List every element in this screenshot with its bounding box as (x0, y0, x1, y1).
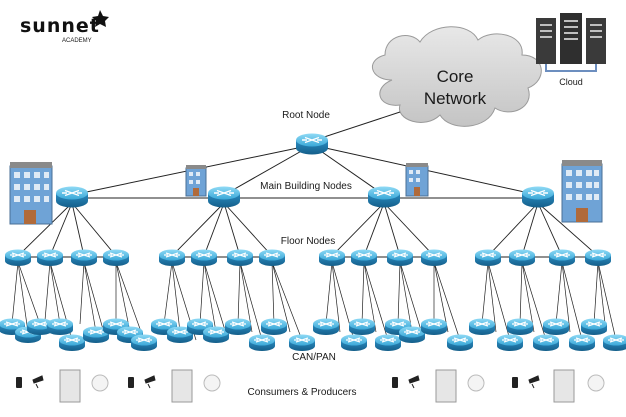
sensor-icon (203, 374, 221, 392)
phone-icon (16, 377, 22, 388)
router-icon (70, 248, 98, 267)
building-floor-links (17, 202, 599, 258)
phone-icon (512, 377, 518, 388)
phone-icon (128, 377, 134, 388)
pc-tower-icon (59, 369, 81, 403)
building-small-3 (405, 163, 429, 197)
sensor-icon (467, 374, 485, 392)
router-icon (318, 248, 346, 267)
sensor-icon (587, 374, 605, 392)
floor-can-links (11, 261, 617, 341)
pc-tower-icon (435, 369, 457, 403)
core-label-1: Core (437, 67, 474, 86)
router-icon (350, 248, 378, 267)
root-router-icon (295, 132, 329, 156)
router-icon (36, 248, 64, 267)
pc-tower-icon (171, 369, 193, 403)
root-node-label: Root Node (282, 110, 330, 121)
building-large-left (9, 162, 53, 225)
router-icon (4, 248, 32, 267)
router-icon (548, 248, 576, 267)
router-icon (190, 248, 218, 267)
router-icon (508, 248, 536, 267)
sensor-icon (91, 374, 109, 392)
router-icon (158, 248, 186, 267)
cloud-label: Cloud (559, 77, 583, 87)
router-icon (386, 248, 414, 267)
router-icon (55, 185, 89, 209)
camera-icon (32, 375, 44, 389)
building-large-right (561, 160, 603, 223)
floor-routers (4, 248, 612, 267)
camera-icon (528, 375, 540, 389)
pc-tower-icon (553, 369, 575, 403)
building-small-2 (185, 165, 207, 197)
router-icon (474, 248, 502, 267)
core-network-cloud: Core Network (372, 26, 542, 127)
core-label-2: Network (424, 89, 487, 108)
router-icon (521, 185, 555, 209)
router-icon (367, 185, 401, 209)
can-pan-routers (0, 317, 626, 352)
router-icon (102, 248, 130, 267)
consumers-label: Consumers & Producers (248, 387, 357, 398)
sunnet-logo: sunnet ACADEMY (20, 10, 109, 44)
device-group-4 (512, 369, 605, 403)
server-rack-icon (586, 18, 606, 64)
server-rack-icon (536, 18, 556, 64)
device-group-2 (128, 369, 221, 403)
router-icon (420, 248, 448, 267)
device-group-3 (392, 369, 485, 403)
camera-icon (144, 375, 156, 389)
cloud-icon (372, 26, 542, 127)
router-icon (584, 248, 612, 267)
can-pan-label: CAN/PAN (292, 352, 336, 363)
device-group-1 (16, 369, 109, 403)
phone-icon (392, 377, 398, 388)
router-icon (258, 248, 286, 267)
logo-text: sunnet (20, 15, 100, 37)
camera-icon (408, 375, 420, 389)
cloud-servers: Cloud (536, 13, 606, 87)
logo-subtext: ACADEMY (62, 38, 92, 44)
logo-leaf-icon (92, 10, 109, 27)
floor-nodes-label: Floor Nodes (281, 236, 335, 247)
router-icon (226, 248, 254, 267)
main-building-label: Main Building Nodes (260, 181, 352, 192)
router-icon (207, 185, 241, 209)
